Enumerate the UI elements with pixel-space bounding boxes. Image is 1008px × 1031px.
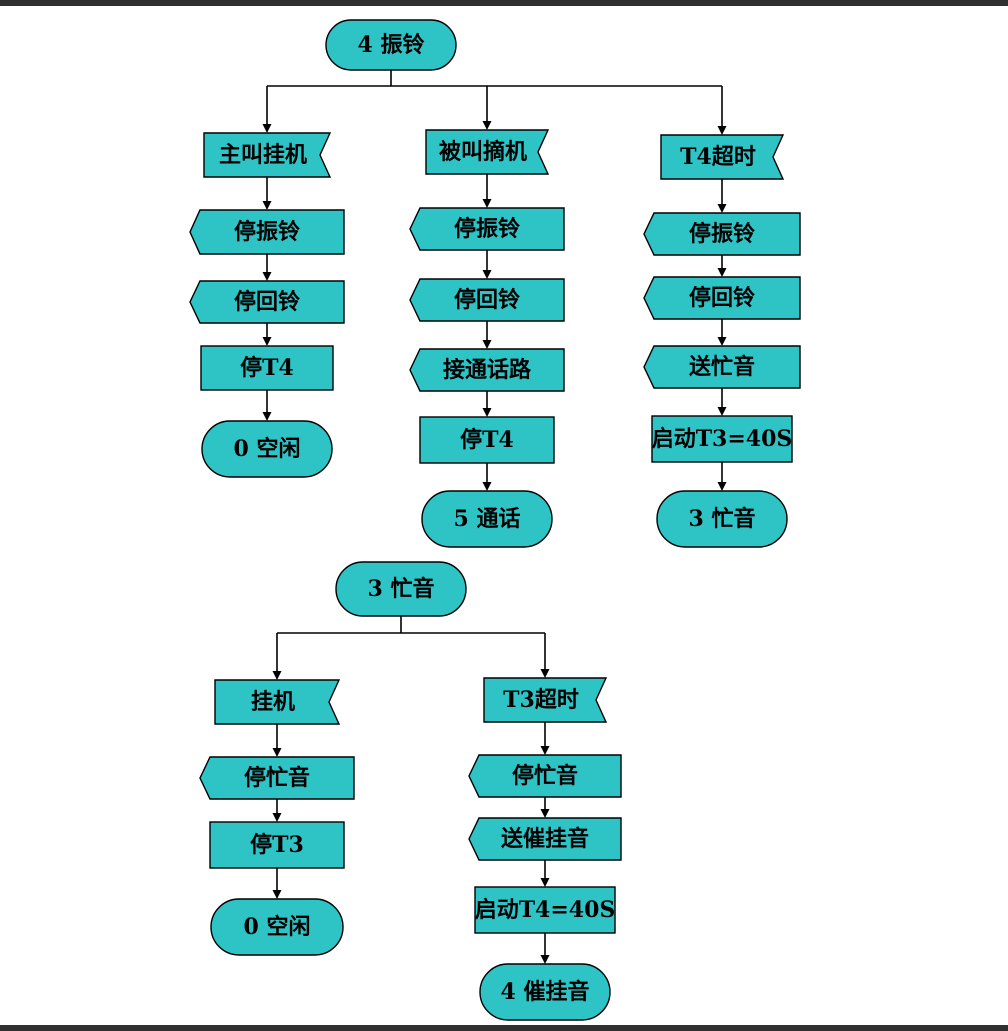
diagram-2-branch-2-step-2-arrowhead <box>540 809 550 818</box>
diagram-2-branch-1-step-2-arrowhead <box>272 813 282 822</box>
diagram-1-branch-1-step-2-arrowhead <box>262 272 272 281</box>
diagram-1-branch-2-step-2-label: 停振铃 <box>454 216 520 242</box>
diagram-1-branch-1-step-1-arrowhead <box>262 201 272 210</box>
diagram-1-branch-3-step-4-output-signal <box>643 345 801 389</box>
diagram-2-branch-2-step-4-label: 启动T4=40S <box>475 897 616 923</box>
diagram-1-branch-2-step-1-label: 被叫摘机 <box>439 139 527 165</box>
diagram-2-branch-1-step-4-state-terminator <box>210 898 344 956</box>
diagram-2-branch-1-step-4-label: 0 空闲 <box>244 914 311 940</box>
diagram-1-branch-2-step-3-output-signal <box>409 278 565 322</box>
diagram-2-branch-2-step-4-arrowhead <box>540 955 550 964</box>
diagram-1-branch-1-step-2-output-signal <box>189 209 345 255</box>
diagram-2-branch-1-step-1-label: 挂机 <box>251 689 295 715</box>
diagram-2-branch-2-step-1-label: T3超时 <box>503 687 579 713</box>
diagram-2-branch-2-step-3-arrowhead <box>540 878 550 887</box>
diagram-2-root-state-terminator <box>335 561 467 617</box>
diagram-1-branch-2-step-2-arrowhead <box>482 270 492 279</box>
diagram-1-branch-3-entry-arrowhead <box>717 126 727 135</box>
diagram-1-branch-2-step-4-label: 接通话路 <box>443 357 532 383</box>
diagram-1-branch-3-step-5-task-box <box>651 415 793 463</box>
diagram-1-branch-3-step-2-arrowhead <box>717 268 727 277</box>
diagram-2-branch-2-step-5-label: 4 催挂音 <box>501 979 590 1005</box>
diagram-1-branch-1-step-4-arrowhead <box>262 412 272 421</box>
diagram-1-root-label: 4 振铃 <box>358 32 425 58</box>
diagram-1-branch-3-step-3-label: 停回铃 <box>689 285 755 311</box>
diagram-1-branch-1-entry-arrowhead <box>262 124 272 133</box>
diagram-2-branch-1-step-1-input-signal <box>214 679 341 725</box>
diagram-2-branch-2-step-2-output-signal <box>468 754 622 798</box>
diagram-2-branch-2-step-2-label: 停忙音 <box>512 763 578 789</box>
diagram-2-branch-1-step-2-output-signal <box>199 756 355 800</box>
diagram-1-branch-2-step-1-arrowhead <box>482 199 492 208</box>
diagram-1-branch-1-step-5-label: 0 空闲 <box>234 436 301 462</box>
diagram-1-branch-1-step-5-state-terminator <box>201 420 333 478</box>
diagram-2-branch-1-entry-arrowhead <box>272 671 282 680</box>
diagram-1-branch-3-step-6-label: 3 忙音 <box>689 506 756 532</box>
diagram-1-branch-3-step-2-label: 停振铃 <box>689 221 755 247</box>
diagram-1-root-state-terminator <box>325 19 457 71</box>
diagram-1-branch-2-step-3-arrowhead <box>482 340 492 349</box>
diagram-1-branch-3-step-1-input-signal <box>660 134 785 180</box>
diagram-1-branch-2-entry-arrowhead <box>482 121 492 130</box>
diagram-2-root-label: 3 忙音 <box>368 576 435 602</box>
diagram-2-branch-2-step-5-state-terminator <box>479 963 611 1021</box>
diagram-1-branch-1-step-1-input-signal <box>203 132 332 178</box>
diagram-1-branch-3-step-1-label: T4超时 <box>680 144 756 170</box>
diagram-1-branch-1-step-3-output-signal <box>189 280 345 324</box>
diagram-1-branch-2-step-5-arrowhead <box>482 482 492 491</box>
diagram-2-branch-2-step-1-arrowhead <box>540 746 550 755</box>
diagram-1-branch-3-step-4-label: 送忙音 <box>689 354 755 380</box>
diagram-1-branch-1-step-4-label: 停T4 <box>240 355 294 381</box>
diagram-2-branch-1-step-3-task-box <box>209 821 345 869</box>
diagram-2-branch-2-step-3-output-signal <box>468 817 622 861</box>
diagram-2-branch-2-step-3-label: 送催挂音 <box>501 826 589 852</box>
diagram-1-branch-3-step-2-output-signal <box>643 212 801 256</box>
diagram-2-branch-1-step-3-label: 停T3 <box>250 832 304 858</box>
diagram-1-branch-2-step-1-input-signal <box>425 129 550 175</box>
diagram-2-branch-2-step-1-input-signal <box>483 677 608 723</box>
diagram-1-branch-3-step-5-label: 启动T3=40S <box>652 426 793 452</box>
diagram-1-branch-2-step-6-label: 5 通话 <box>454 506 521 532</box>
diagram-1-branch-2-step-5-label: 停T4 <box>460 427 514 453</box>
diagram-1-branch-1-step-2-label: 停振铃 <box>234 219 300 245</box>
top-frame-bar <box>0 0 1008 6</box>
diagram-1-branch-1-step-1-label: 主叫挂机 <box>219 142 307 168</box>
diagram-1-branch-3-step-5-arrowhead <box>717 482 727 491</box>
diagram-1-branch-2-step-6-state-terminator <box>421 490 553 548</box>
diagram-1-branch-2-step-4-output-signal <box>409 348 565 392</box>
diagram-2-branch-1-step-1-arrowhead <box>272 748 282 757</box>
diagram-1-branch-3-step-6-state-terminator <box>656 490 788 548</box>
diagram-1-branch-3-step-4-arrowhead <box>717 407 727 416</box>
diagram-1-branch-1-step-3-label: 停回铃 <box>234 289 300 315</box>
diagram-1-branch-2-step-4-arrowhead <box>482 408 492 417</box>
diagram-1-branch-3-step-1-arrowhead <box>717 204 727 213</box>
diagram-2-branch-1-step-2-label: 停忙音 <box>244 765 310 791</box>
diagram-1-branch-2-step-2-output-signal <box>409 207 565 251</box>
diagram-1-branch-3-step-3-arrowhead <box>717 337 727 346</box>
diagram-1-branch-3-step-3-output-signal <box>643 276 801 320</box>
diagram-1-branch-1-step-3-arrowhead <box>262 337 272 346</box>
diagram-2-branch-2-entry-arrowhead <box>540 669 550 678</box>
bottom-frame-bar <box>0 1025 1008 1031</box>
diagram-1-branch-2-step-3-label: 停回铃 <box>454 287 520 313</box>
diagram-2-branch-1-step-3-arrowhead <box>272 890 282 899</box>
